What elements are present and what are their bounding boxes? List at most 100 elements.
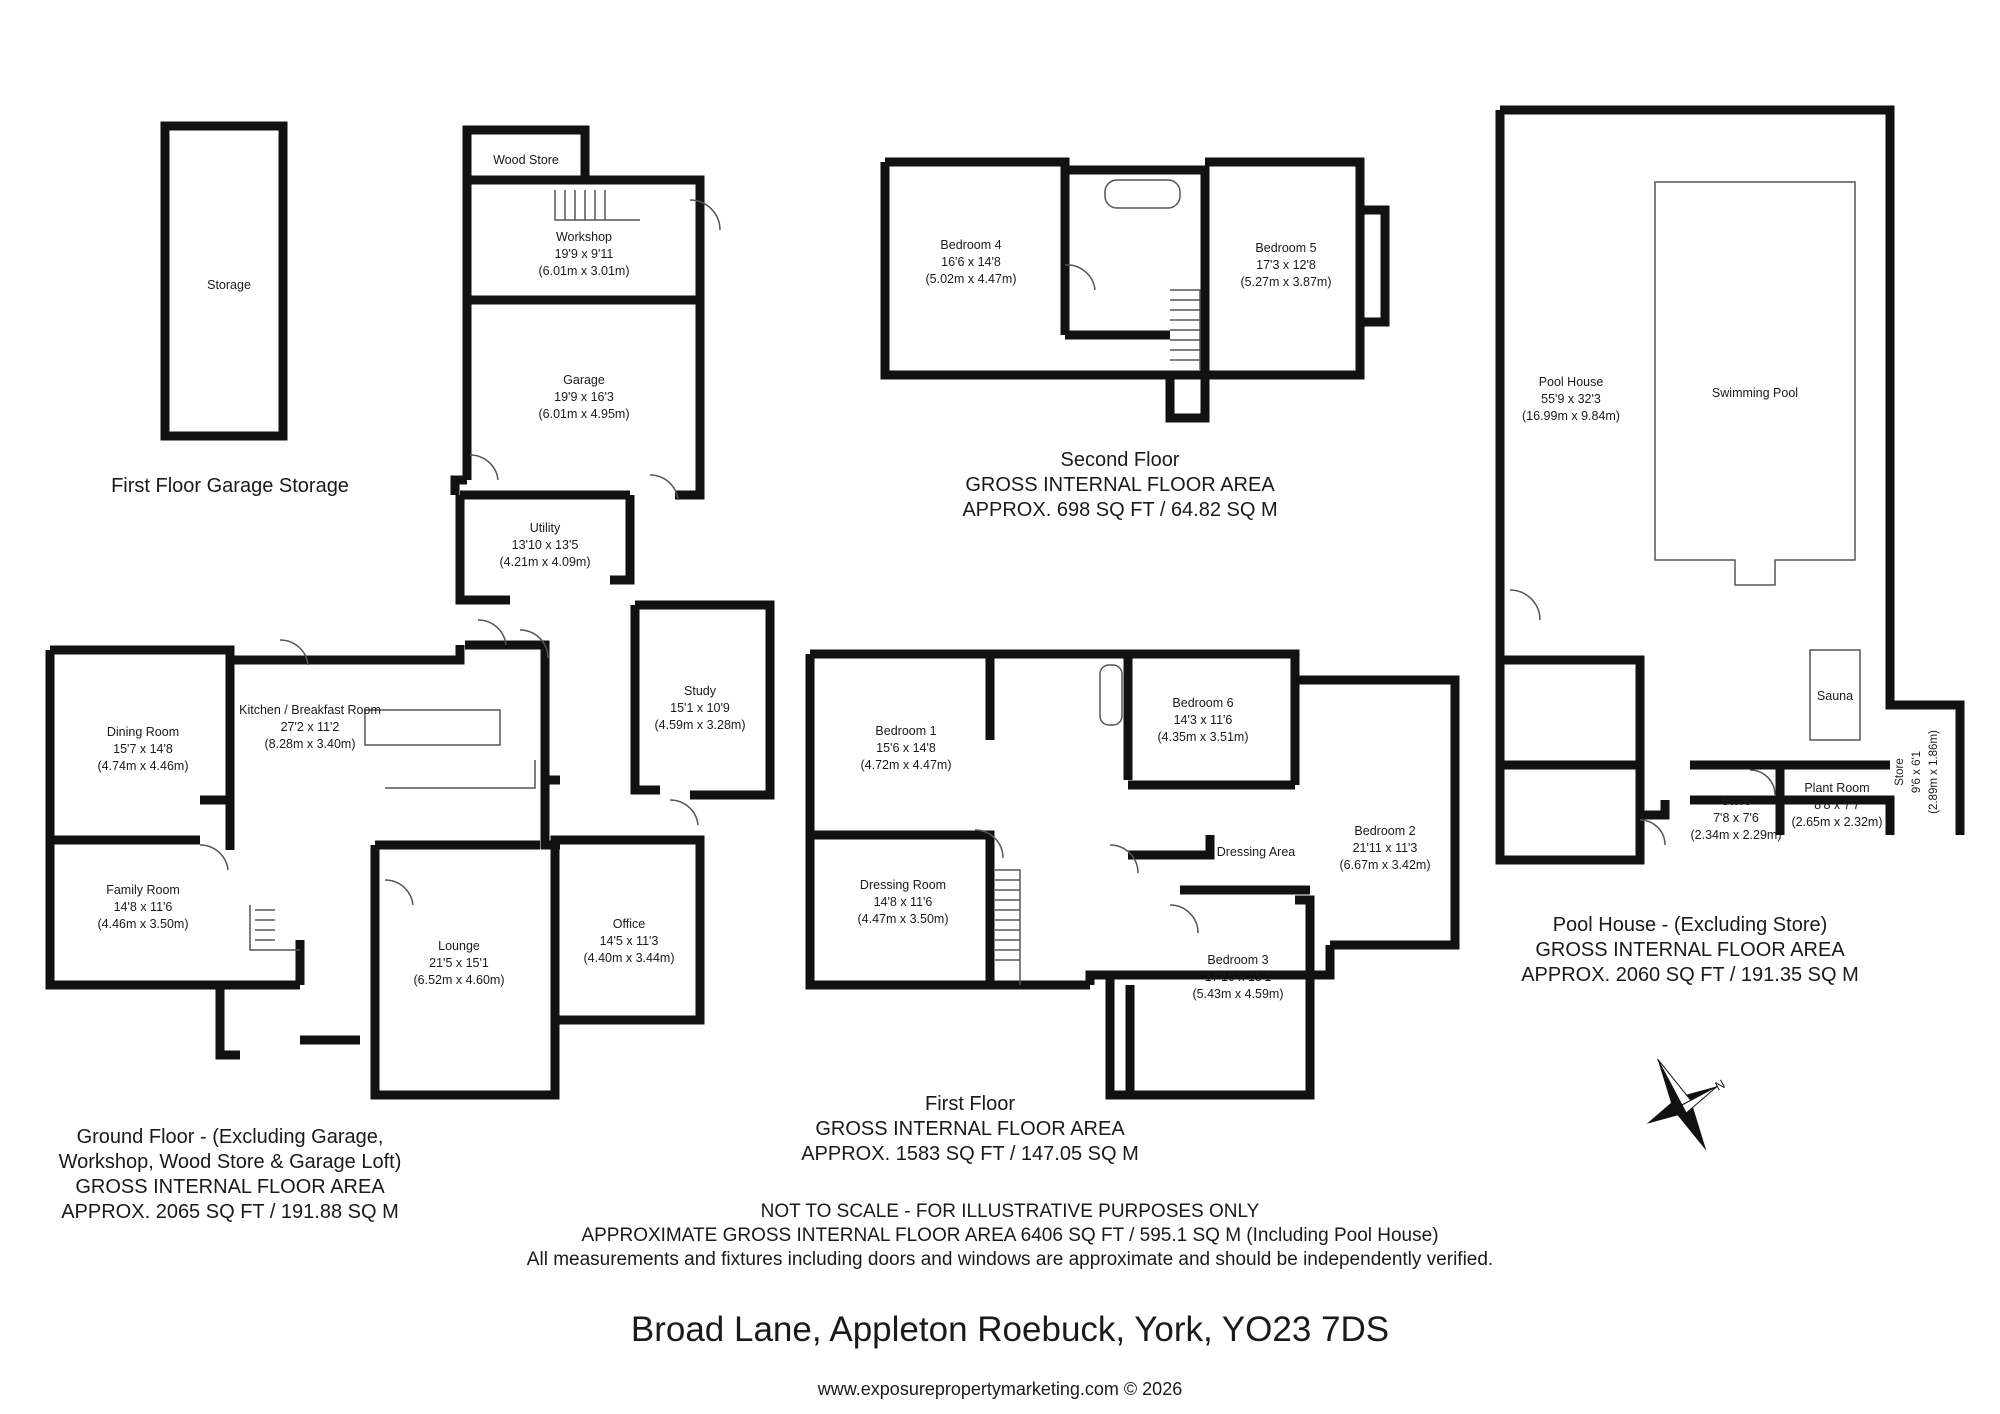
room-dining-name: Dining Room — [107, 725, 179, 739]
second-floor-stairs — [1170, 289, 1201, 370]
room-dining-dims: 15'7 x 14'8 — [113, 742, 173, 756]
room-bedroom3-metric: (5.43m x 4.59m) — [1192, 987, 1283, 1001]
room-garage-dims: 19'9 x 16'3 — [554, 390, 614, 404]
pool-house-line2: APPROX. 2060 SQ FT / 191.35 SQ M — [1521, 964, 1859, 986]
room-bedroom1-metric: (4.72m x 4.47m) — [860, 758, 951, 772]
footer-line1: NOT TO SCALE - FOR ILLUSTRATIVE PURPOSES… — [760, 1201, 1260, 1222]
room-workshop-name: Workshop — [556, 230, 612, 244]
room-storage-name: Storage — [207, 278, 251, 292]
ground-floor-title2: Workshop, Wood Store & Garage Loft) — [58, 1151, 402, 1173]
room-store-small-dims: 7'8 x 7'6 — [1713, 811, 1759, 825]
ground-floor-caption: Ground Floor - (Excluding Garage, Worksh… — [30, 1125, 430, 1225]
footer-line2: APPROXIMATE GROSS INTERNAL FLOOR AREA 64… — [581, 1224, 1439, 1246]
room-bedroom4-name: Bedroom 4 — [940, 238, 1001, 252]
ground-floor-outline — [45, 640, 705, 1100]
sauna-box — [1809, 649, 1861, 741]
study-outline — [630, 600, 775, 800]
dressing-room-wall — [810, 830, 995, 985]
first-floor-line2: APPROX. 1583 SQ FT / 147.05 SQ M — [801, 1143, 1139, 1165]
bedroom3-wall — [1125, 885, 1310, 1095]
swimming-pool-shape — [1654, 181, 1856, 586]
room-study-name: Study — [684, 684, 717, 698]
property-address: Broad Lane, Appleton Roebuck, York, YO23… — [630, 1310, 1390, 1349]
room-bedroom2-name: Bedroom 2 — [1354, 824, 1415, 838]
room-family-dims: 14'8 x 11'6 — [114, 900, 173, 914]
room-lounge-metric: (6.52m x 4.60m) — [413, 973, 504, 987]
kitchen-island — [364, 709, 501, 746]
door-swing — [199, 199, 1776, 934]
ground-floor-title: Ground Floor - (Excluding Garage, — [76, 1126, 384, 1148]
room-office-metric: (4.40m x 3.44m) — [583, 951, 674, 965]
workshop-garage-outline — [450, 175, 705, 500]
ground-floor-line2: APPROX. 2065 SQ FT / 191.88 SQ M — [61, 1201, 399, 1223]
first-floor-outline — [805, 649, 1460, 1100]
room-bedroom6-metric: (4.35m x 3.51m) — [1157, 730, 1248, 744]
room-garage-metric: (6.01m x 4.95m) — [538, 407, 629, 421]
footer-disclaimer: NOT TO SCALE - FOR ILLUSTRATIVE PURPOSES… — [380, 1200, 1640, 1271]
pool-house-caption: Pool House - (Excluding Store) GROSS INT… — [1490, 913, 1890, 988]
room-bedroom5-dims: 17'3 x 12'8 — [1256, 258, 1316, 272]
room-garage-name: Garage — [563, 373, 605, 387]
room-dressing-area-name: Dressing Area — [1217, 845, 1296, 859]
garage-storage-title: First Floor Garage Storage — [111, 475, 349, 497]
room-bedroom1-name: Bedroom 1 — [875, 724, 936, 738]
room-dining-metric: (4.74m x 4.46m) — [97, 759, 188, 773]
room-store-side-dims: 9'6 x 6'1 — [1911, 751, 1923, 793]
room-utility-dims: 13'10 x 13'5 — [512, 538, 579, 552]
room-utility-name: Utility — [530, 521, 561, 535]
garage-storage-outline — [160, 121, 288, 441]
first-floor-line1: GROSS INTERNAL FLOOR AREA — [815, 1118, 1125, 1140]
room-bedroom5-metric: (5.27m x 3.87m) — [1240, 275, 1331, 289]
room-study-dims: 15'1 x 10'9 — [670, 701, 730, 715]
room-bedroom2-metric: (6.67m x 3.42m) — [1339, 858, 1430, 872]
pool-house-title: Pool House - (Excluding Store) — [1552, 914, 1828, 936]
utility-outline — [455, 490, 635, 605]
room-pool-house-dims: 55'9 x 32'3 — [1541, 392, 1601, 406]
room-dressing-room-dims: 14'8 x 11'6 — [874, 895, 933, 909]
room-family-metric: (4.46m x 3.50m) — [97, 917, 188, 931]
room-plant-room-name: Plant Room — [1804, 781, 1869, 795]
compass-label: N — [1713, 1077, 1728, 1094]
room-wood-store-name: Wood Store — [493, 153, 559, 167]
first-floor-caption: First Floor GROSS INTERNAL FLOOR AREA AP… — [770, 1092, 1170, 1167]
room-kitchen-name: Kitchen / Breakfast Room — [239, 703, 381, 717]
second-floor-title: Second Floor — [1060, 449, 1180, 471]
wood-store-outline — [462, 125, 590, 185]
room-kitchen-dims: 27'2 x 11'2 — [281, 720, 340, 734]
room-office-dims: 14'5 x 11'3 — [600, 934, 659, 948]
garage-storage-caption: First Floor Garage Storage — [100, 474, 360, 499]
room-workshop-metric: (6.01m x 3.01m) — [538, 264, 629, 278]
room-bedroom4-dims: 16'6 x 14'8 — [941, 255, 1001, 269]
kitchen-counter — [385, 760, 536, 789]
second-floor-caption: Second Floor GROSS INTERNAL FLOOR AREA A… — [920, 448, 1320, 523]
room-dressing-room-metric: (4.47m x 3.50m) — [857, 912, 948, 926]
second-floor-line1: GROSS INTERNAL FLOOR AREA — [965, 474, 1275, 496]
compass-icon — [1646, 1058, 1718, 1151]
room-lounge-name: Lounge — [438, 939, 480, 953]
room-bedroom3-dims: 17'10 x 15'1 — [1205, 970, 1272, 984]
room-store-small-name: Store — [1721, 794, 1751, 808]
room-sauna-name: Sauna — [1817, 689, 1853, 703]
room-bedroom2-dims: 21'11 x 11'3 — [1353, 841, 1418, 855]
workshop-stairs — [554, 190, 640, 221]
room-bedroom3-name: Bedroom 3 — [1207, 953, 1268, 967]
ground-stairs — [249, 905, 300, 951]
first-floor-title: First Floor — [925, 1093, 1015, 1115]
first-floor-stairs — [995, 869, 1021, 985]
second-floor-outline — [880, 157, 1390, 423]
room-bedroom1-dims: 15'6 x 14'8 — [876, 741, 936, 755]
bath-second-floor — [1104, 179, 1181, 209]
room-plant-room-metric: (2.65m x 2.32m) — [1791, 815, 1882, 829]
room-lounge-dims: 21'5 x 15'1 — [429, 956, 489, 970]
footer-line3: All measurements and fixtures including … — [526, 1248, 1494, 1270]
room-store-side-name: Store — [1894, 758, 1906, 786]
room-bedroom6-name: Bedroom 6 — [1172, 696, 1233, 710]
room-bedroom4-metric: (5.02m x 4.47m) — [925, 272, 1016, 286]
room-office-name: Office — [613, 917, 645, 931]
room-family-name: Family Room — [106, 883, 180, 897]
room-kitchen-metric: (8.28m x 3.40m) — [264, 737, 355, 751]
room-plant-room-dims: 8'8 x 7'7 — [1814, 798, 1860, 812]
room-utility-metric: (4.21m x 4.09m) — [499, 555, 590, 569]
room-pool-house-metric: (16.99m x 9.84m) — [1522, 409, 1620, 423]
